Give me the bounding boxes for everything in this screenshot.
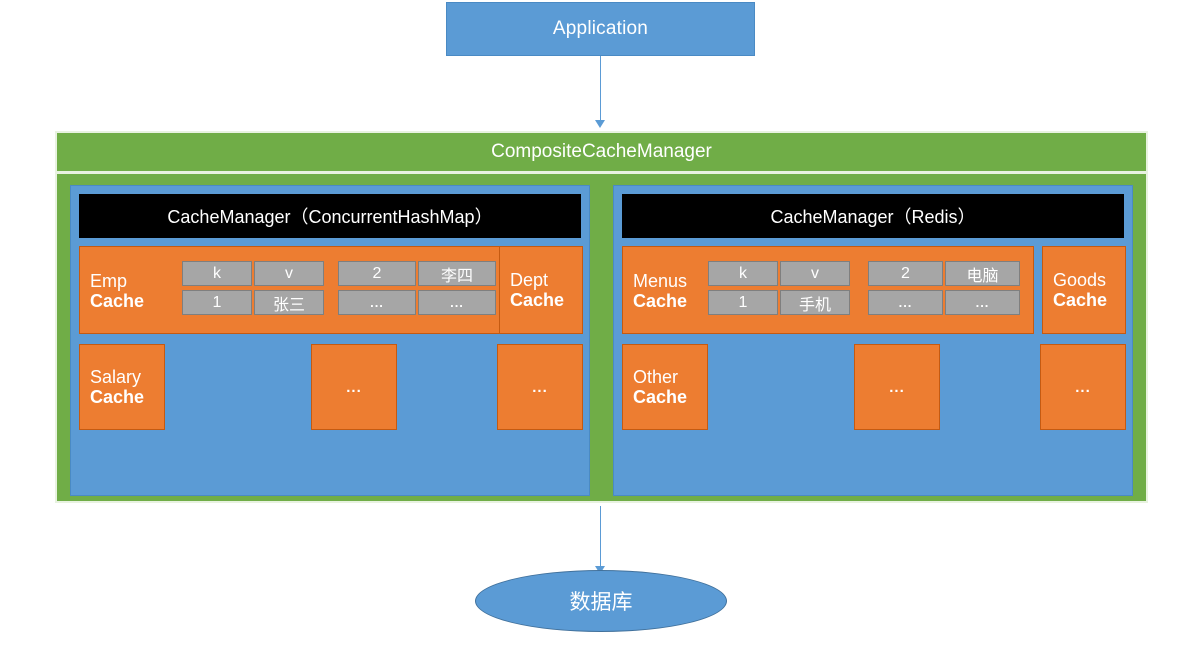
other-cache-name: Other [633, 366, 679, 387]
composite-cache-manager-label: CompositeCacheManager [491, 141, 712, 162]
table-cell: 2 [338, 261, 416, 286]
goods-cache-box: Goods Cache [1042, 246, 1126, 334]
emp-cache-label: Emp Cache [80, 247, 180, 335]
cache-row-top-left: Emp Cache k v 1 张三 2 李四 ... [79, 246, 583, 334]
table-cell: 张三 [254, 290, 324, 315]
arrow-application-to-composite-line [600, 56, 601, 122]
goods-cache-name: Goods [1053, 269, 1107, 290]
placeholder-cache-label: ... [346, 378, 362, 396]
database-ellipse: 数据库 [475, 570, 727, 632]
table-header-cell: v [780, 261, 850, 286]
menus-cache-table-b: 2 电脑 ... ... [868, 261, 1020, 315]
composite-cache-manager-title: CompositeCacheManager [57, 133, 1146, 171]
cache-manager-panel-redis: CacheManager（Redis） Menus Cache k v 1 手机 [613, 185, 1133, 496]
menus-cache-name: Menus [633, 270, 688, 291]
application-label: Application [552, 18, 649, 39]
cache-manager-title-redis: CacheManager（Redis） [622, 194, 1124, 238]
table-header-cell: k [708, 261, 778, 286]
arrow-composite-to-database-line [600, 506, 601, 568]
table-cell: 1 [182, 290, 252, 315]
placeholder-cache-box: ... [497, 344, 583, 430]
composite-cache-manager-container: CompositeCacheManager CacheManager（Concu… [55, 131, 1148, 503]
emp-cache-table-b: 2 李四 ... ... [338, 261, 496, 315]
placeholder-cache-label: ... [532, 378, 548, 396]
placeholder-cache-label: ... [889, 378, 905, 396]
other-cache-suffix: Cache [633, 387, 688, 407]
emp-cache-name: Emp [90, 270, 128, 291]
application-box: Application [446, 2, 755, 56]
arrow-application-to-composite-head [595, 120, 605, 128]
cache-manager-title-label: CacheManager（ConcurrentHashMap） [167, 207, 493, 227]
placeholder-cache-box: ... [1040, 344, 1126, 430]
table-cell: ... [338, 290, 416, 315]
cache-manager-title-concurrenthashmap: CacheManager（ConcurrentHashMap） [79, 194, 581, 238]
cache-row-bottom-left: Salary Cache ... ... [79, 344, 583, 444]
emp-cache-suffix: Cache [90, 291, 145, 311]
menus-cache-suffix: Cache [633, 291, 688, 311]
composite-title-divider [57, 171, 1146, 174]
table-cell: 电脑 [945, 261, 1020, 286]
table-cell: 手机 [780, 290, 850, 315]
cache-manager-panel-concurrenthashmap: CacheManager（ConcurrentHashMap） Emp Cach… [70, 185, 590, 496]
cache-row-top-right: Menus Cache k v 1 手机 2 电脑 ... ... [622, 246, 1126, 334]
salary-cache-suffix: Cache [90, 387, 145, 407]
placeholder-cache-box: ... [311, 344, 397, 430]
table-header-cell: k [182, 261, 252, 286]
dept-cache-box: Dept Cache [499, 246, 583, 334]
placeholder-cache-label: ... [1075, 378, 1091, 396]
placeholder-cache-box: ... [854, 344, 940, 430]
salary-cache-name: Salary [90, 366, 142, 387]
menus-cache-label: Menus Cache [623, 247, 705, 335]
menus-cache-band: Menus Cache k v 1 手机 2 电脑 ... ... [622, 246, 1034, 334]
goods-cache-suffix: Cache [1053, 290, 1108, 310]
other-cache-box: Other Cache [622, 344, 708, 430]
table-cell: 1 [708, 290, 778, 315]
dept-cache-name: Dept [510, 269, 549, 290]
database-label: 数据库 [569, 591, 633, 614]
cache-manager-title-label: CacheManager（Redis） [770, 207, 976, 227]
emp-cache-table-a: k v 1 张三 [182, 261, 324, 315]
dept-cache-suffix: Cache [510, 290, 565, 310]
menus-cache-table-a: k v 1 手机 [708, 261, 850, 315]
table-header-cell: v [254, 261, 324, 286]
cache-row-bottom-right: Other Cache ... ... [622, 344, 1126, 444]
table-cell: ... [945, 290, 1020, 315]
table-cell: ... [868, 290, 943, 315]
table-cell: 2 [868, 261, 943, 286]
table-cell: ... [418, 290, 496, 315]
table-cell: 李四 [418, 261, 496, 286]
salary-cache-box: Salary Cache [79, 344, 165, 430]
emp-cache-band: Emp Cache k v 1 张三 2 李四 ... [79, 246, 514, 334]
